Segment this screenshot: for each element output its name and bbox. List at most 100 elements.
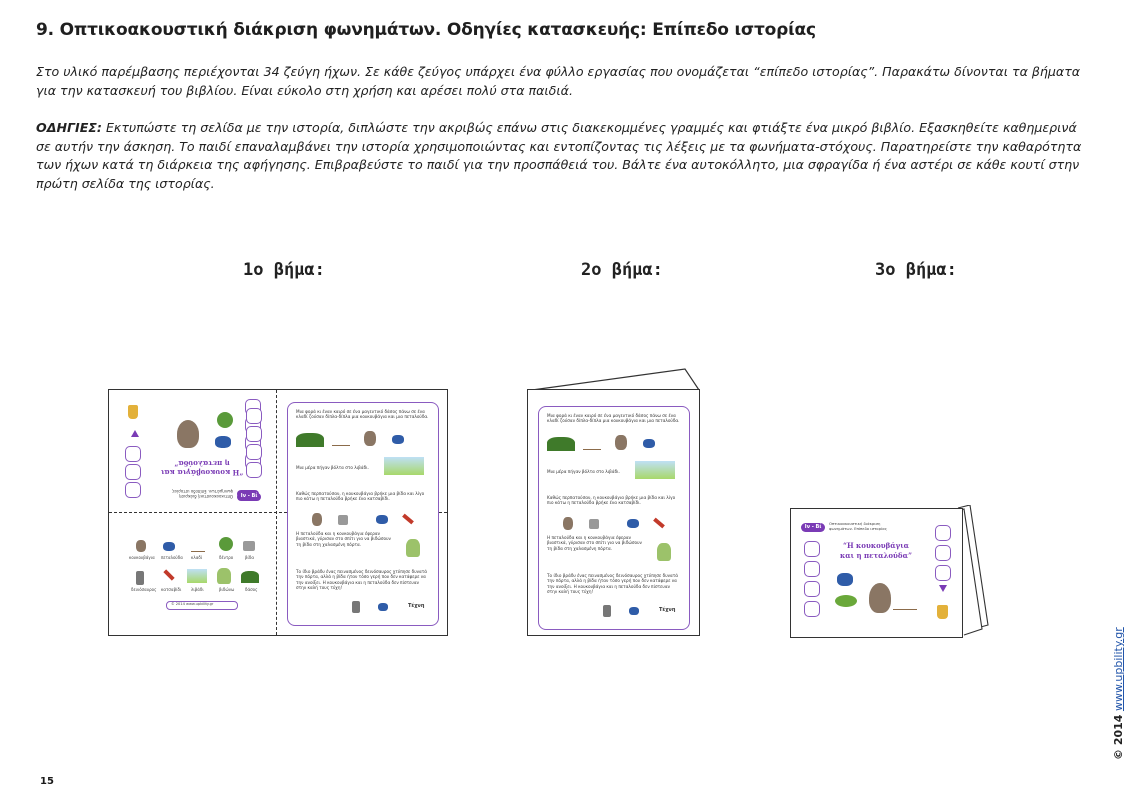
bush-icon	[835, 595, 857, 607]
butterfly-icon	[643, 439, 655, 448]
reward-box	[804, 601, 820, 617]
word-label: πεταλούδα	[161, 555, 183, 560]
story-paragraph: Μια φορά κι έναν καιρό σε ένα μαγευτικό …	[296, 409, 429, 420]
forest-icon	[547, 437, 575, 451]
branch-icon	[893, 595, 917, 610]
story-paragraph: Μια μέρα πήγαν βόλτα στο λιβάδι.	[547, 469, 620, 474]
butterfly-icon	[627, 519, 639, 528]
story-paragraph: Καθώς περπατούσαν, η κουκουβάγια βρήκε μ…	[547, 495, 676, 506]
tree-icon	[217, 412, 233, 428]
word-label: δεινόσαυρος	[131, 587, 157, 592]
copyright-pill	[166, 601, 238, 610]
instructions-label: ΟΔΗΓΙΕΣ:	[36, 120, 102, 135]
website-link[interactable]: www.upbility.gr	[1112, 627, 1125, 712]
screw-icon	[338, 515, 348, 525]
story-paragraph: Το ίδιο βράδυ ένας πεινασμένος δεινόσαυρ…	[296, 569, 428, 590]
copyright-year: © 2014	[1112, 714, 1125, 760]
instructions-line-4: πρώτη σελίδα της ιστορίας.	[36, 175, 215, 191]
word-label: βιδώνω	[219, 587, 235, 592]
butterfly-icon	[163, 542, 175, 551]
meadow-icon	[384, 457, 424, 475]
story-panel: Μια φορά κι έναν καιρό σε ένα μαγευτικό …	[287, 402, 439, 626]
dinosaur-icon	[657, 543, 671, 561]
small-copyright: © 2014 www.upbility.gr	[171, 602, 214, 606]
screwdriver-icon	[653, 517, 665, 529]
step-2-sheet: Μια φορά κι έναν καιρό σε ένα μαγευτικό …	[527, 389, 700, 636]
story-paragraph: Η πεταλούδα και η κουκουβάγια έφεραν βια…	[296, 531, 391, 547]
story-panel: Μια φορά κι έναν καιρό σε ένα μαγευτικό …	[538, 406, 690, 630]
step-3-booklet-cover: Ιν - Βί Οπτικοακουστική διάκριση φωνημάτ…	[790, 508, 963, 638]
owl-icon	[312, 513, 322, 526]
reward-box	[125, 446, 141, 462]
word-label: κουκουβάγια	[129, 555, 155, 560]
page-title: 9. Οπτικοακουστική διάκριση φωνημάτων. Ο…	[36, 20, 816, 40]
story-paragraph: Καθώς περπατούσαν, η κουκουβάγια βρήκε μ…	[296, 491, 425, 502]
brand-logo: Τέχνη	[408, 603, 425, 609]
cover-title-line-1: “Η κουκουβάγια	[842, 541, 910, 550]
owl-icon	[136, 540, 146, 552]
screwdriver-icon	[402, 513, 414, 525]
owl-icon	[869, 583, 891, 613]
branch-icon	[583, 439, 601, 450]
word-label: λιβάδι	[191, 587, 204, 592]
owl-icon	[177, 420, 199, 448]
reward-box	[804, 581, 820, 597]
reward-box	[246, 462, 262, 478]
story-paragraph: Μια φορά κι έναν καιρό σε ένα μαγευτικό …	[547, 413, 680, 424]
person-icon	[136, 571, 144, 585]
instructions-line-2: σε αυτήν την άσκηση. Το παιδί επαναλαμβά…	[36, 138, 1082, 154]
reward-box	[804, 561, 820, 577]
forest-icon	[241, 571, 259, 583]
person-icon	[352, 601, 360, 613]
tree-icon	[219, 537, 233, 551]
vertical-copyright: © 2014 www.upbility.gr	[1112, 627, 1125, 760]
intro-paragraph: Στο υλικό παρέμβασης περιέχονται 34 ζεύγ…	[36, 63, 1091, 100]
step-1-sheet: Ιν - Βί Οπτικοακουστική διάκριση φωνημάτ…	[108, 389, 448, 636]
reward-box	[125, 482, 141, 498]
screwdriver-icon	[163, 569, 175, 581]
cover-title-line-2: και η πεταλούδα”	[840, 551, 912, 560]
arrow-up-icon	[131, 430, 139, 437]
cover-badge: Ιν - Βί	[801, 523, 825, 532]
story-paragraph: Το ίδιο βράδυ ένας πεινασμένος δεινόσαυρ…	[547, 573, 679, 594]
word-label: κατσαβίδι	[161, 587, 182, 592]
meadow-icon	[187, 569, 207, 583]
word-grid: κουκουβάγια πεταλούδα κλαδί δέντρο βίδα …	[121, 525, 271, 625]
word-label: δέντρο	[219, 555, 234, 560]
branch-icon	[191, 541, 205, 552]
word-label: βίδα	[245, 555, 254, 560]
dinosaur-icon	[406, 539, 420, 557]
folded-page-edge	[531, 368, 700, 391]
instructions-line-1: Εκτυπώστε τη σελίδα με την ιστορία, διπλ…	[101, 120, 1077, 135]
forest-icon	[296, 433, 324, 447]
word-label: κλαδί	[191, 555, 203, 560]
butterfly-icon	[837, 573, 853, 586]
butterfly-icon	[629, 607, 639, 615]
step-2-label: 2ο βήμα:	[581, 260, 663, 280]
screw-icon	[589, 519, 599, 529]
cover-subtitle: Οπτικοακουστική διάκριση φωνημάτων. Επίπ…	[829, 521, 888, 531]
person-icon	[603, 605, 611, 617]
intro-line-1: Στο υλικό παρέμβασης περιέχονται 34 ζεύγ…	[36, 64, 1081, 79]
butterfly-icon	[392, 435, 404, 444]
butterfly-icon	[215, 436, 231, 448]
screw-icon	[243, 541, 255, 551]
butterfly-icon	[376, 515, 388, 524]
story-paragraph: Μια μέρα πήγαν βόλτα στο λιβάδι.	[296, 465, 369, 470]
instructions-paragraph: ΟΔΗΓΙΕΣ: Εκτυπώστε τη σελίδα με την ιστο…	[36, 119, 1091, 193]
reward-box	[804, 541, 820, 557]
step-3-label: 3ο βήμα:	[875, 260, 957, 280]
word-label: δάσος	[245, 587, 258, 592]
step-1-label: 1ο βήμα:	[243, 260, 325, 280]
trophy-icon	[128, 405, 138, 419]
flipped-subtitle: Οπτικοακουστική διάκριση φωνημάτων. Επίπ…	[171, 489, 233, 499]
butterfly-icon	[378, 603, 388, 611]
arrow-down-icon	[939, 585, 947, 592]
story-paragraph: Η πεταλούδα και η κουκουβάγια έφεραν βια…	[547, 535, 642, 551]
owl-icon	[364, 431, 376, 446]
meadow-icon	[635, 461, 675, 479]
reward-box	[935, 525, 951, 541]
reward-box	[935, 545, 951, 561]
trophy-icon	[937, 605, 948, 619]
reward-box	[246, 408, 262, 424]
